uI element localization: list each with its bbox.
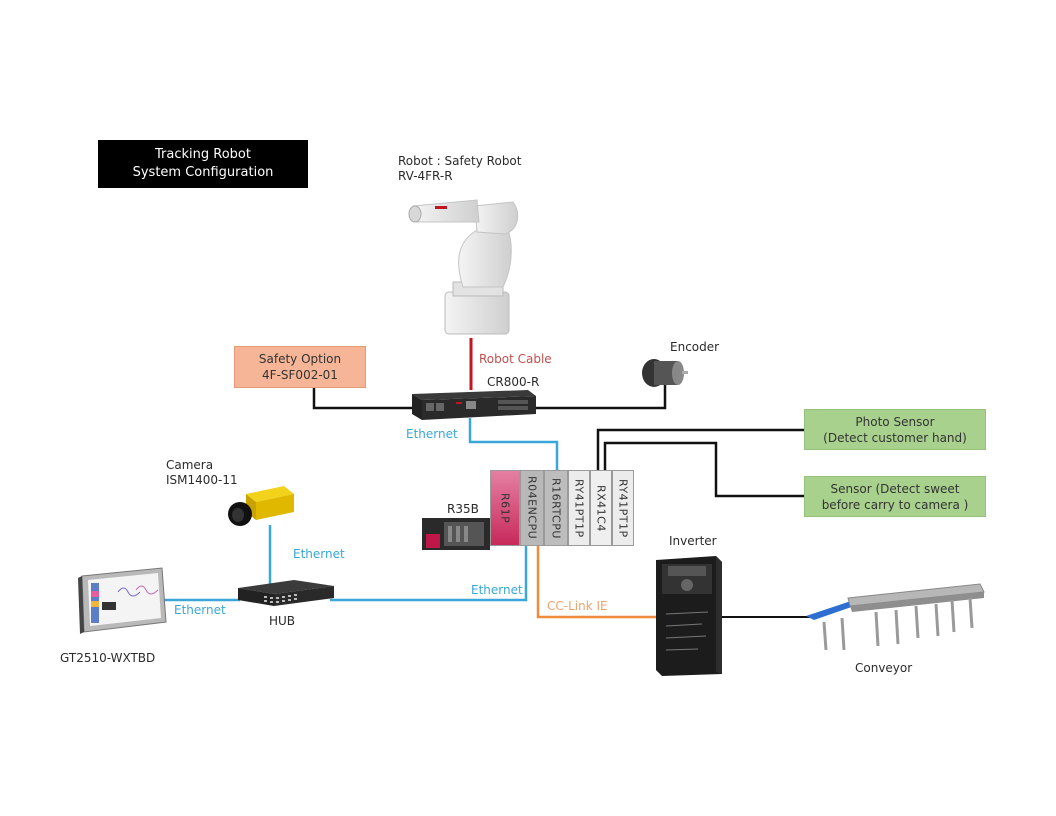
plc-module-output: RY41PT1P <box>568 470 590 546</box>
robot-cable-label: Robot Cable <box>479 352 552 366</box>
plc-module-power: R61P <box>490 470 520 546</box>
title-line2: System Configuration <box>132 165 274 180</box>
hmi-panel-icon <box>78 567 167 634</box>
plc-module-cpu: R04ENCPU <box>520 470 544 546</box>
title-line1: Tracking Robot <box>155 147 251 162</box>
module-label: R16RTCPU <box>549 477 563 539</box>
photo-sensor-wire <box>596 428 804 470</box>
sensor-line1: Sensor (Detect sweet <box>830 481 960 496</box>
module-label: R61P <box>498 492 512 524</box>
plc-module-input: RX41C4 <box>590 470 612 546</box>
inverter-label: Inverter <box>669 534 717 548</box>
controller-icon <box>412 390 536 420</box>
module-label: RY41PT1P <box>616 478 630 538</box>
camera-label-line1: Camera <box>166 458 214 472</box>
hub-label: HUB <box>269 614 296 628</box>
safety-option-line1: Safety Option <box>258 352 342 366</box>
base-unit-label: R35B <box>447 502 479 516</box>
hub-icon <box>238 580 334 606</box>
ethernet-controller-wire <box>468 418 559 470</box>
cclink-label: CC-Link IE <box>547 599 608 613</box>
photo-sensor-line2: (Detect customer hand) <box>823 430 967 445</box>
robot-arm-icon <box>408 199 519 335</box>
sensor-box: Sensor (Detect sweet before carry to cam… <box>804 476 986 517</box>
controller-label: CR800-R <box>487 375 540 389</box>
module-label: RY41PT1P <box>572 478 586 538</box>
camera-icon <box>228 486 294 526</box>
photo-sensor-box: Photo Sensor (Detect customer hand) <box>804 409 986 450</box>
module-label: R04ENCPU <box>525 476 539 540</box>
ethernet-controller-label: Ethernet <box>406 427 458 441</box>
safety-option-box: Safety Option 4F-SF002-01 <box>234 346 366 388</box>
plc-module-robot-cpu: R16RTCPU <box>544 470 568 546</box>
sensor-line2: before carry to camera ) <box>821 497 969 512</box>
safety-option-line2: 4F-SF002-01 <box>262 368 338 382</box>
module-label: RX41C4 <box>594 484 608 532</box>
safety-option-wire <box>312 386 412 410</box>
ethernet-plc-label: Ethernet <box>471 583 523 597</box>
encoder-wire <box>535 385 667 410</box>
ethernet-camera-label: Ethernet <box>293 547 345 561</box>
photo-sensor-line1: Photo Sensor <box>855 414 935 429</box>
sensor-wire <box>603 441 804 498</box>
base-unit-icon <box>422 518 490 550</box>
diagram-title: Tracking Robot System Configuration <box>98 140 308 188</box>
hmi-label: GT2510-WXTBD <box>60 651 156 665</box>
conveyor-label: Conveyor <box>855 661 913 675</box>
encoder-icon <box>642 359 688 387</box>
robot-label-line1: Robot : Safety Robot <box>398 154 522 168</box>
camera-label-line2: ISM1400-11 <box>166 473 238 487</box>
encoder-label: Encoder <box>670 340 720 354</box>
plc-module-output-2: RY41PT1P <box>612 470 634 546</box>
ethernet-hmi-label: Ethernet <box>174 603 226 617</box>
ethernet-plc-wire <box>330 546 528 602</box>
conveyor-icon <box>806 583 985 651</box>
inverter-icon <box>656 556 722 676</box>
cclink-wire <box>536 546 657 619</box>
robot-label-line2: RV-4FR-R <box>398 169 453 183</box>
